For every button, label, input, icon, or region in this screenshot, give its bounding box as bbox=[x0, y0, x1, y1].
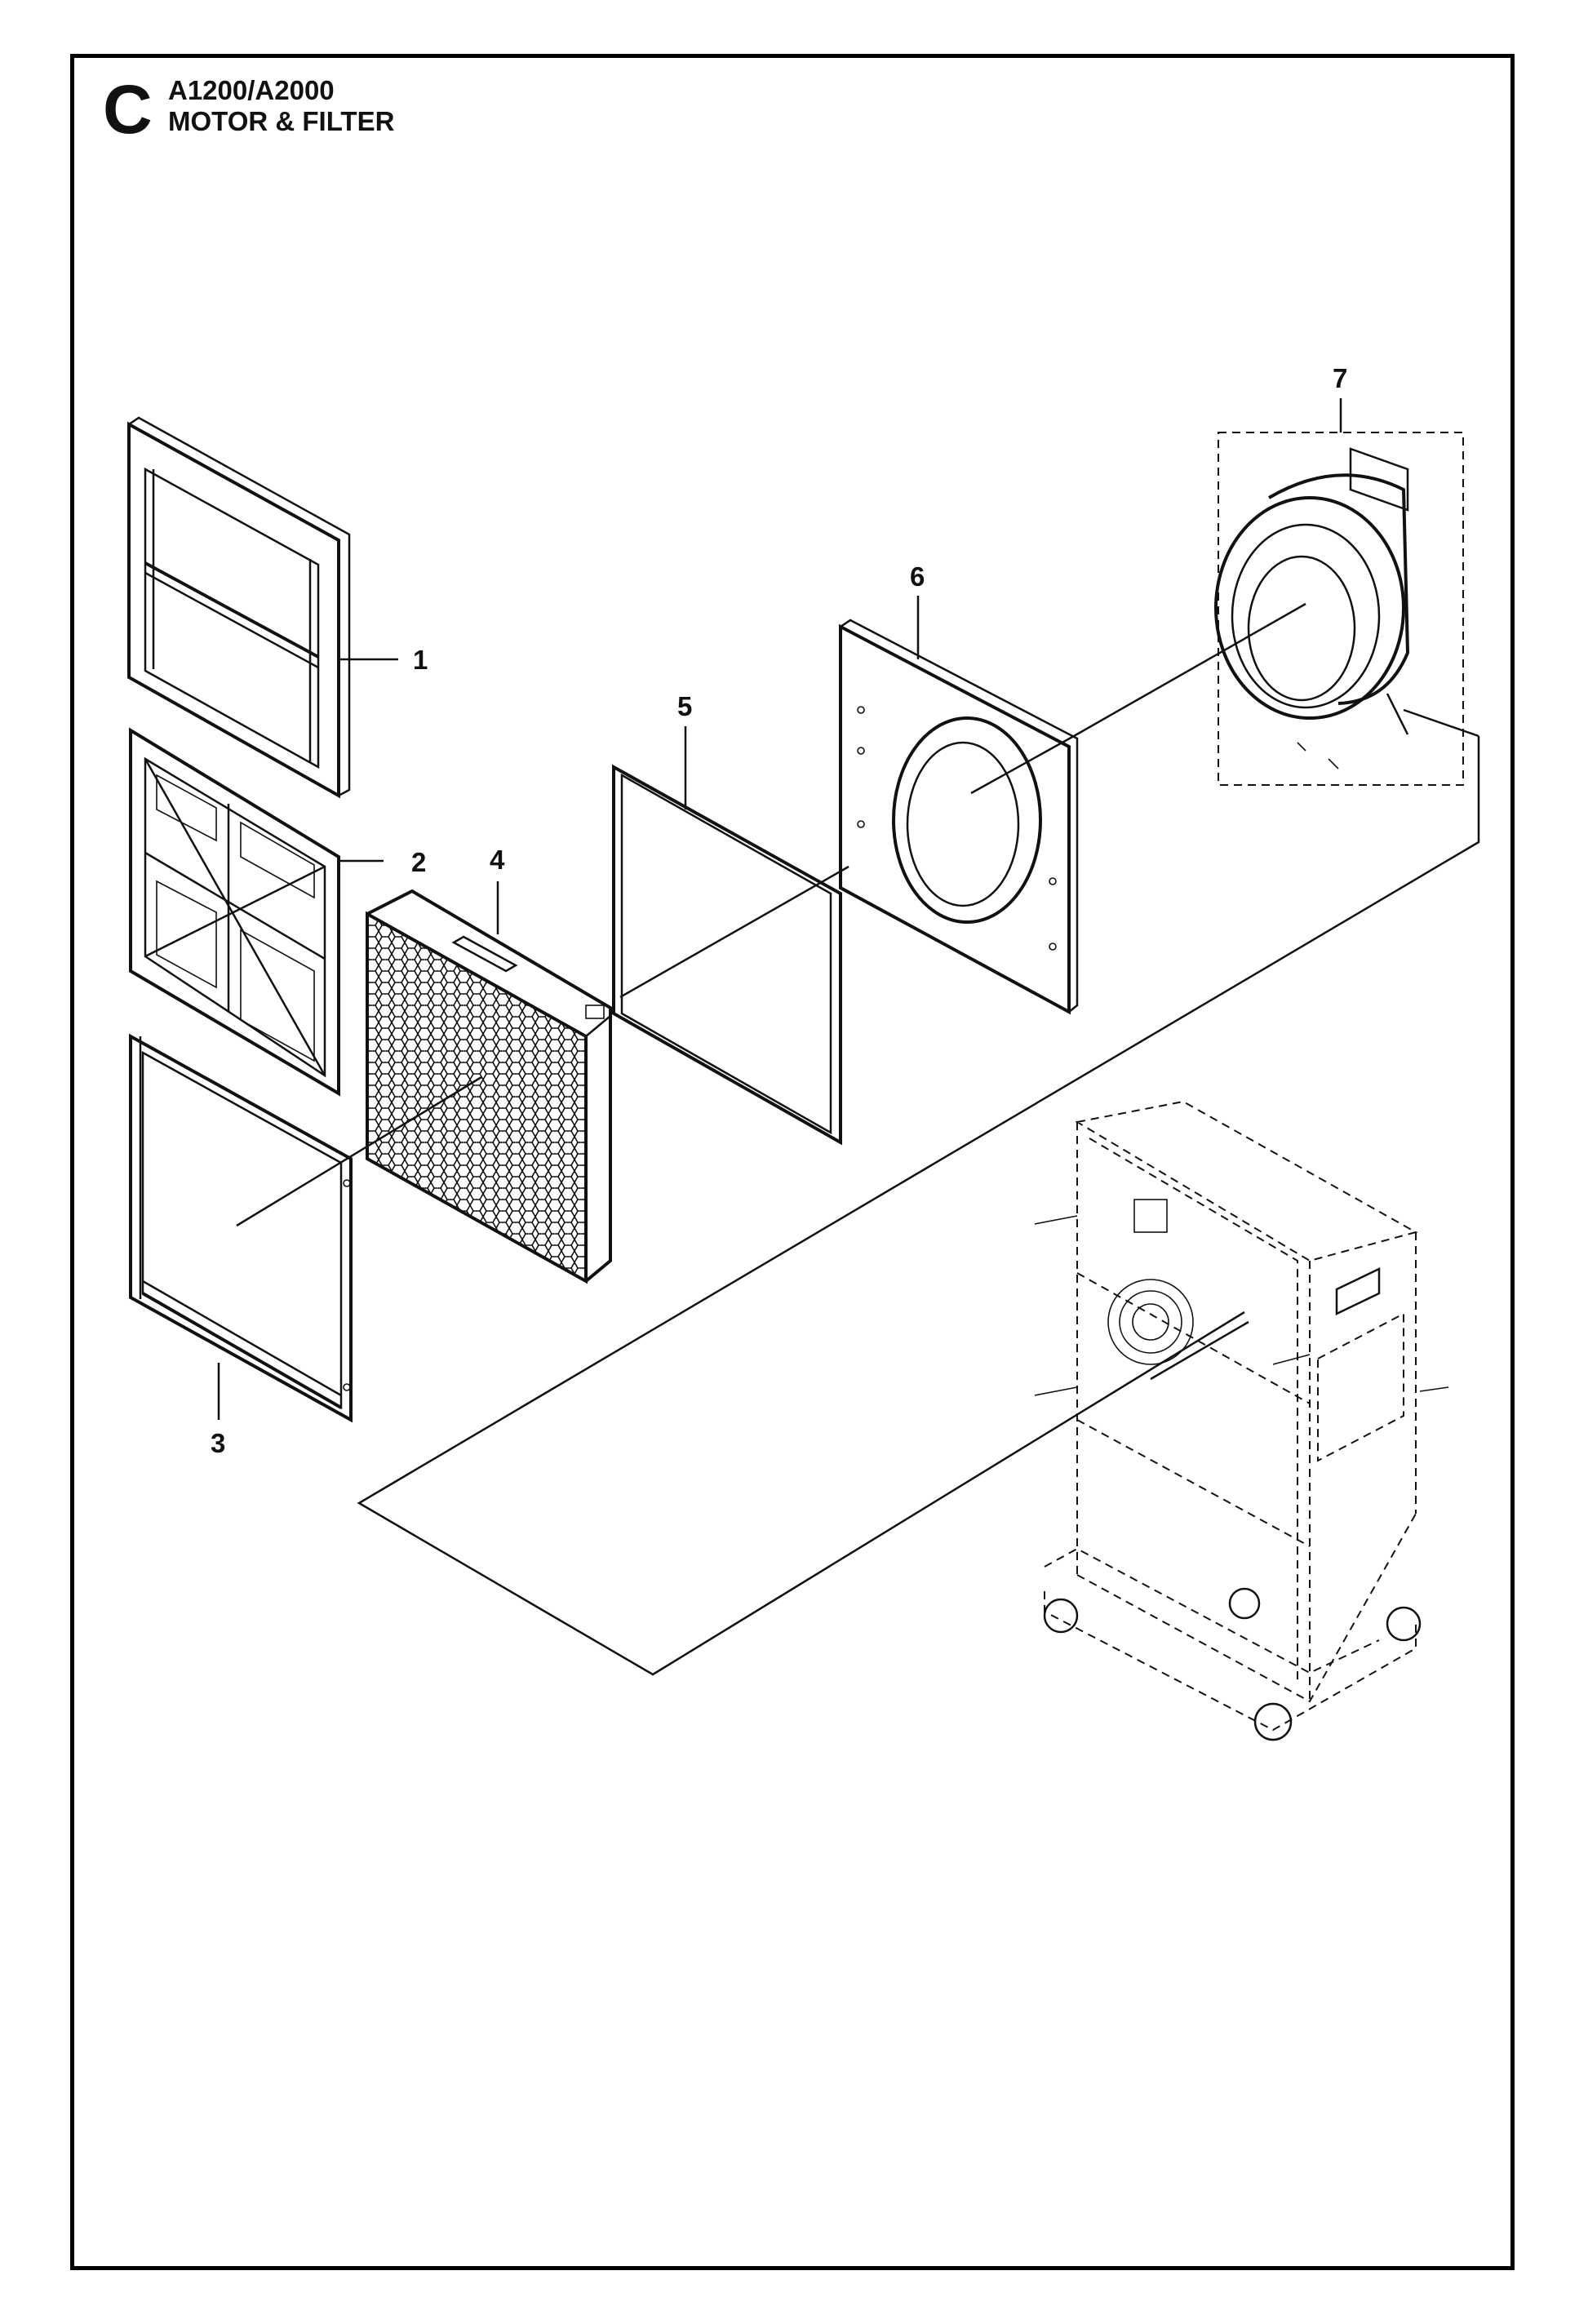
part-3-filter-frame bbox=[129, 1033, 353, 1423]
section-title: MOTOR & FILTER bbox=[168, 106, 395, 136]
title-block: A1200/A2000 MOTOR & FILTER bbox=[168, 75, 394, 137]
part-7-motor-unit bbox=[1214, 432, 1464, 786]
callout-7: 7 bbox=[1333, 363, 1347, 393]
page-frame bbox=[70, 54, 1515, 2270]
callout-numbers: 1 2 3 4 5 6 7 bbox=[211, 363, 1347, 1458]
cabinet-assembly bbox=[1034, 1100, 1449, 1741]
callout-4: 4 bbox=[490, 845, 505, 875]
part-5-gasket bbox=[612, 764, 842, 1146]
callout-2: 2 bbox=[411, 847, 426, 877]
part-6-mounting-plate bbox=[839, 619, 1079, 1015]
part-1-frame-grille bbox=[127, 416, 351, 799]
part-4-hepa-filter bbox=[366, 889, 612, 1284]
assembly-outline bbox=[357, 708, 1480, 1676]
leader-lines bbox=[217, 398, 1342, 1420]
callout-3: 3 bbox=[211, 1428, 225, 1458]
section-letter: C bbox=[103, 71, 153, 148]
model-number: A1200/A2000 bbox=[168, 75, 335, 105]
callout-5: 5 bbox=[677, 691, 692, 721]
callout-6: 6 bbox=[910, 561, 925, 592]
callout-1: 1 bbox=[413, 645, 428, 675]
part-2-prefilter-frame bbox=[129, 727, 340, 1097]
